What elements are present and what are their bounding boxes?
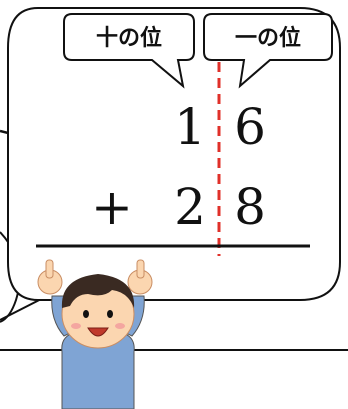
row2-tens-digit: 2 xyxy=(174,178,206,236)
main-speech-bubble xyxy=(7,7,341,320)
row2-plus-operator: + xyxy=(91,178,133,236)
row1-tens-digit: 1 xyxy=(174,98,206,156)
tens-place-label: 十の位 xyxy=(96,25,162,51)
ones-place-label: 一の位 xyxy=(235,25,301,51)
tens-place-tag: 十の位 xyxy=(63,13,195,89)
ones-place-tag: 一の位 xyxy=(203,13,333,89)
row1-ones-digit: 6 xyxy=(234,98,266,156)
row2-ones-digit: 8 xyxy=(234,178,266,236)
boy-pointing-up-illustration xyxy=(37,259,153,409)
